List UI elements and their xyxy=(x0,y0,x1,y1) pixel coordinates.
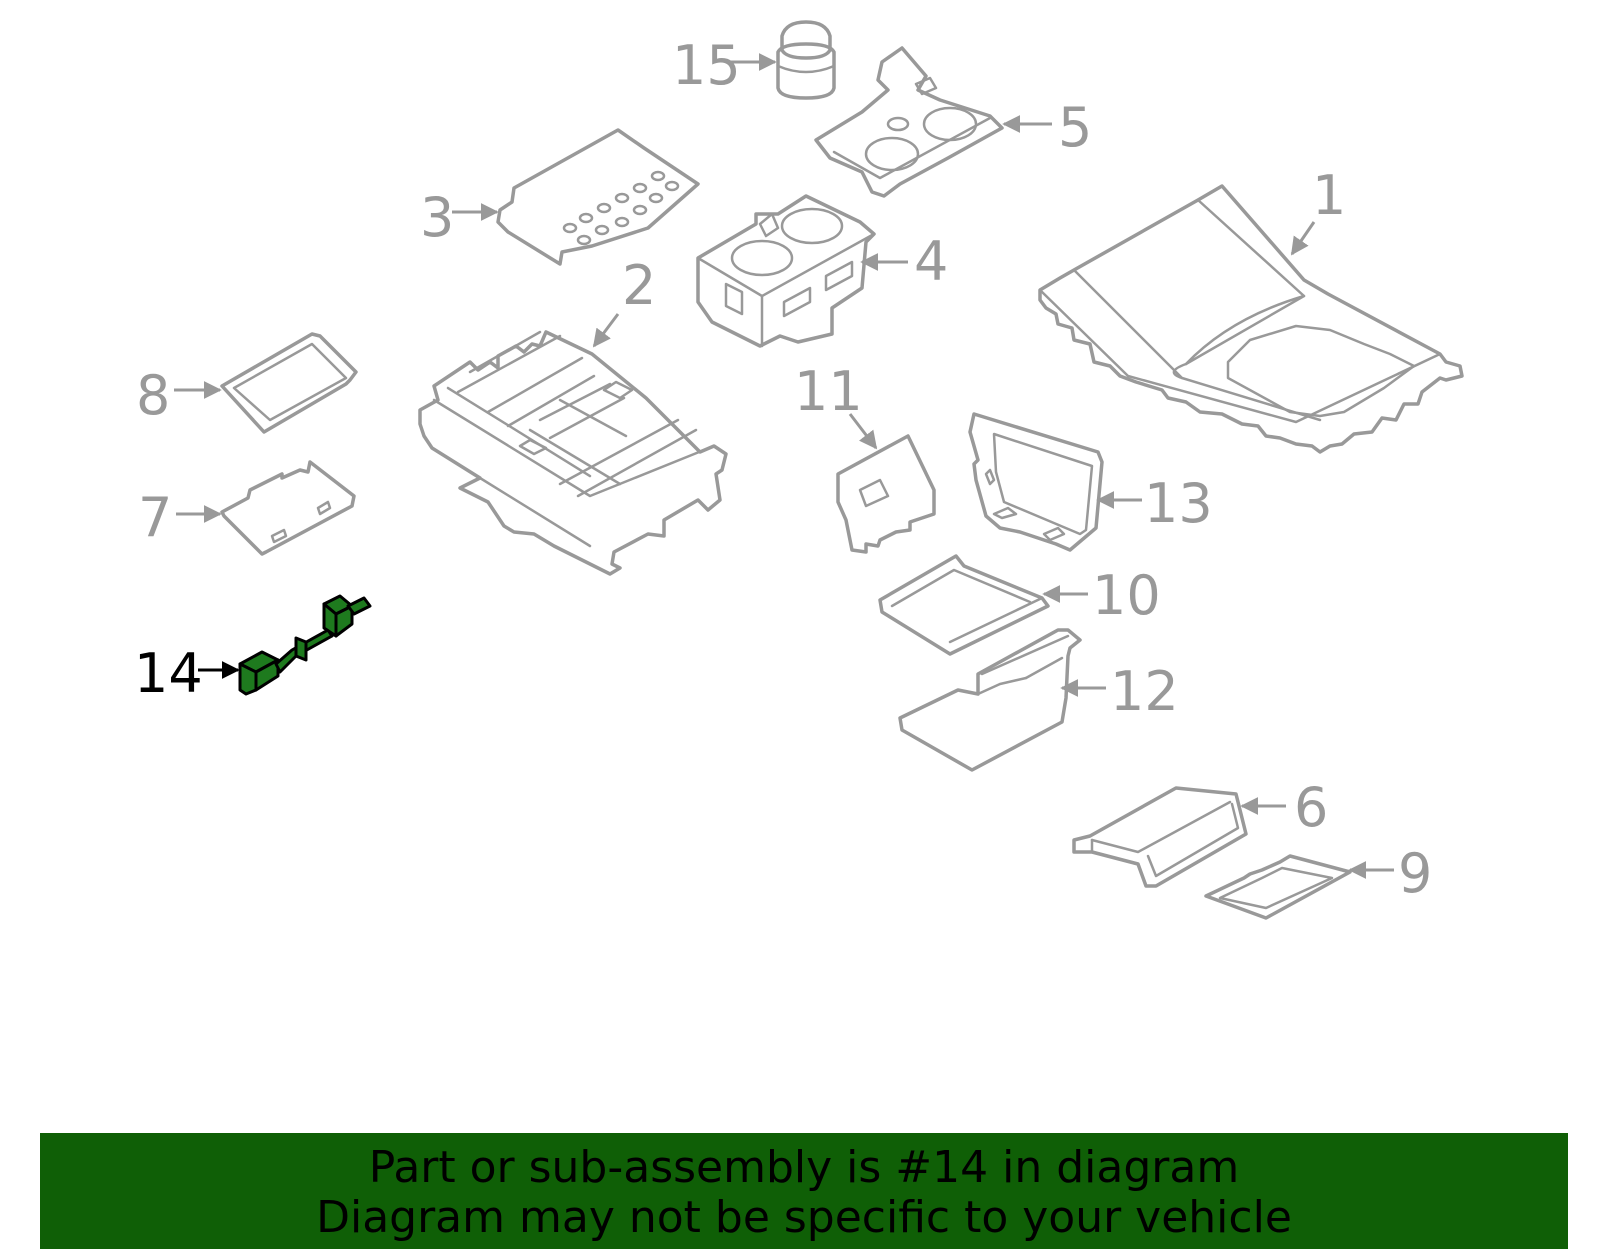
callout-8: 8 xyxy=(136,364,170,427)
leader-2 xyxy=(592,313,620,348)
callout-9: 9 xyxy=(1398,842,1432,905)
callout-1: 1 xyxy=(1312,164,1346,227)
callout-4: 4 xyxy=(914,230,948,293)
callout-12: 12 xyxy=(1110,660,1179,723)
part-12-storage-bin xyxy=(898,628,1082,772)
callout-10: 10 xyxy=(1092,564,1161,627)
callout-5: 5 xyxy=(1058,96,1092,159)
part-7-bracket xyxy=(220,460,356,556)
part-11-side-cover xyxy=(836,434,936,554)
callout-3: 3 xyxy=(420,186,454,249)
callout-6: 6 xyxy=(1294,776,1328,839)
callout-14: 14 xyxy=(134,642,203,705)
banner-line-2: Diagram may not be specific to your vehi… xyxy=(316,1192,1292,1243)
leader-11 xyxy=(848,413,878,450)
part-4-cupholder-insert xyxy=(696,194,876,348)
part-6-pocket-insert xyxy=(1072,786,1248,888)
callout-11: 11 xyxy=(794,360,863,423)
leader-1 xyxy=(1290,221,1316,256)
part-3-switch-panel xyxy=(496,128,700,266)
part-2-console-base xyxy=(418,330,728,576)
info-banner: Part or sub-assembly is #14 in diagram D… xyxy=(40,1133,1568,1249)
callout-15: 15 xyxy=(672,34,741,97)
callout-2: 2 xyxy=(622,254,656,317)
part-1-console-top xyxy=(1038,184,1464,454)
part-15-cap xyxy=(776,20,836,100)
part-10-storage-tray xyxy=(878,554,1050,656)
part-8-tray-mat xyxy=(220,332,358,434)
callout-13: 13 xyxy=(1144,472,1213,535)
part-5-cupholder-bezel xyxy=(814,46,1004,198)
part-13-trim-panel xyxy=(968,412,1104,552)
part-14-wiring-harness xyxy=(238,594,372,696)
part-9-pocket-mat xyxy=(1204,854,1352,920)
callout-7: 7 xyxy=(138,486,172,549)
banner-line-1: Part or sub-assembly is #14 in diagram xyxy=(368,1142,1240,1193)
